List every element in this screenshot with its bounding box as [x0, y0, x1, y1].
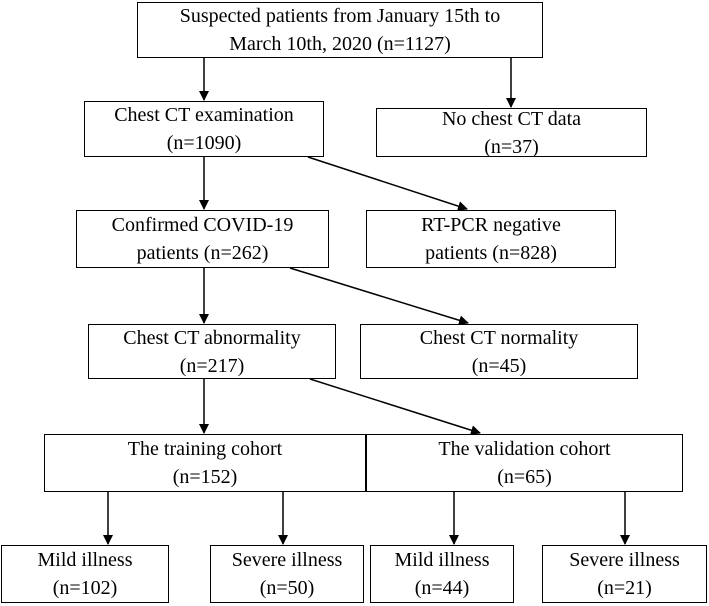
node-no-chest-ct-data: No chest CT data (n=37): [376, 107, 647, 158]
node-training-mild-illness: Mild illness (n=102): [1, 545, 169, 603]
node-training-severe-illness-line2: (n=50): [259, 577, 315, 599]
node-chest-ct-abnormality-line2: (n=217): [179, 354, 245, 377]
node-chest-ct-abnormality-line1: Chest CT abnormality: [123, 326, 301, 349]
node-chest-ct-normality-line1: Chest CT normality: [419, 326, 579, 349]
node-chest-ct-normality-line2: (n=45): [471, 354, 527, 377]
node-training-cohort-line2: (n=152): [172, 466, 238, 488]
node-training-cohort-line1: The training cohort: [127, 438, 283, 460]
node-training-severe-illness: Severe illness (n=50): [210, 545, 364, 603]
node-chest-ct-examination-line2: (n=1090): [166, 132, 242, 154]
node-confirmed-covid19-line1: Confirmed COVID-19: [111, 214, 294, 236]
node-chest-ct-examination: Chest CT examination (n=1090): [84, 101, 324, 157]
node-validation-severe-illness-line2: (n=21): [597, 577, 652, 599]
node-confirmed-covid19: Confirmed COVID-19 patients (n=262): [76, 210, 329, 268]
node-training-mild-illness-line2: (n=102): [52, 577, 118, 599]
node-no-chest-ct-data-line2: (n=37): [484, 135, 539, 158]
arrow-chest-ct-exam-to-rtpcr-negative: [307, 156, 468, 211]
node-training-severe-illness-line1: Severe illness: [231, 549, 343, 571]
node-chest-ct-normality: Chest CT normality (n=45): [360, 324, 638, 379]
node-validation-severe-illness-line1: Severe illness: [569, 549, 680, 571]
node-chest-ct-abnormality: Chest CT abnormality (n=217): [88, 324, 336, 379]
node-suspected-patients-line2: March 10th, 2020 (n=1127): [229, 33, 451, 55]
node-validation-severe-illness: Severe illness (n=21): [542, 545, 707, 603]
node-suspected-patients: Suspected patients from January 15th to …: [137, 2, 543, 58]
node-confirmed-covid19-line2: patients (n=262): [136, 242, 269, 264]
node-rtpcr-negative-line2: patients (n=828): [425, 242, 557, 264]
node-validation-cohort-line1: The validation cohort: [438, 438, 611, 460]
node-rtpcr-negative: RT-PCR negative patients (n=828): [366, 210, 616, 268]
node-training-cohort: The training cohort (n=152): [44, 434, 366, 492]
node-validation-mild-illness-line1: Mild illness: [394, 549, 490, 571]
node-validation-cohort: The validation cohort (n=65): [366, 434, 683, 492]
node-validation-cohort-line2: (n=65): [497, 466, 552, 488]
node-training-mild-illness-line1: Mild illness: [37, 549, 133, 571]
arrow-confirmed-to-ct-normality: [289, 267, 469, 326]
node-validation-mild-illness-line2: (n=44): [414, 577, 470, 599]
node-rtpcr-negative-line1: RT-PCR negative: [421, 214, 561, 236]
node-suspected-patients-line1: Suspected patients from January 15th to: [179, 5, 501, 27]
node-chest-ct-examination-line1: Chest CT examination: [114, 104, 294, 126]
node-validation-mild-illness: Mild illness (n=44): [370, 545, 514, 603]
node-no-chest-ct-data-line1: No chest CT data: [441, 107, 582, 130]
arrow-ct-abnormality-to-validation: [309, 378, 481, 436]
